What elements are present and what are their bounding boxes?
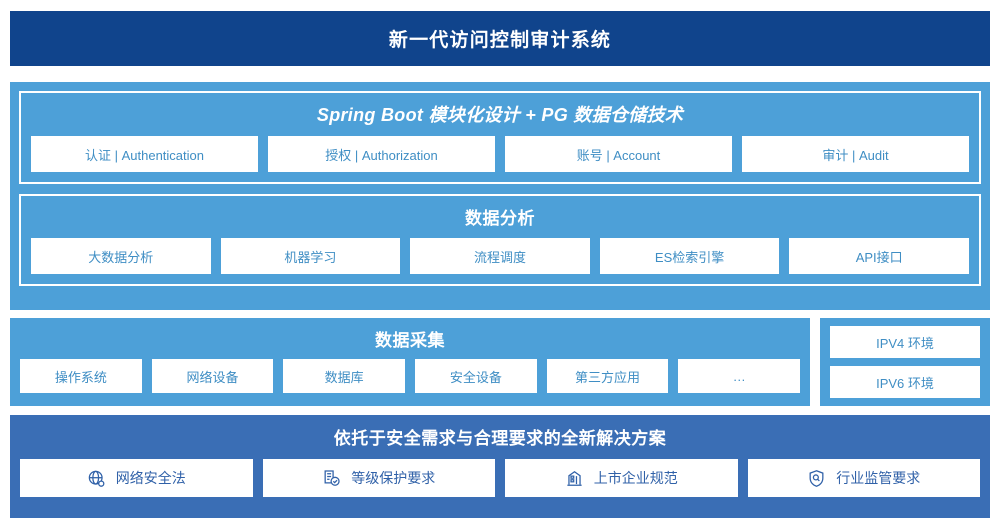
collection-title: 数据采集 xyxy=(375,331,445,350)
analysis-card[interactable]: 流程调度 xyxy=(410,238,590,274)
collection-card[interactable]: 第三方应用 xyxy=(546,359,669,393)
card-label: 等级保护要求 xyxy=(351,470,436,486)
page-title: 新一代访问控制审计系统 xyxy=(388,30,612,51)
analysis-card-row: 大数据分析 机器学习 流程调度 ES检索引擎 API接口 xyxy=(31,238,969,274)
collection-card-more[interactable]: … xyxy=(678,359,801,393)
card-label: 安全设备 xyxy=(449,369,502,385)
platform-title: Spring Boot 模块化设计 + PG 数据仓储技术 xyxy=(316,105,684,125)
compliance-card[interactable]: 上市企业规范 xyxy=(505,459,738,497)
collection-section: 数据采集 操作系统 网络设备 数据库 安全设备 第三方应用 … IPV4 环境 … xyxy=(10,318,990,406)
analysis-card[interactable]: 机器学习 xyxy=(220,238,401,274)
platform-card[interactable]: 认证 | Authentication xyxy=(31,136,258,172)
analysis-card[interactable]: API接口 xyxy=(789,238,969,274)
collection-card-row: 操作系统 网络设备 数据库 安全设备 第三方应用 … xyxy=(20,359,801,393)
collection-panel: 数据采集 操作系统 网络设备 数据库 安全设备 第三方应用 … xyxy=(10,318,810,406)
card-label: ES检索引擎 xyxy=(654,249,725,265)
card-label: IPV6 环境 xyxy=(876,375,934,391)
card-label: 授权 | Authorization xyxy=(325,147,438,163)
platform-box: Spring Boot 模块化设计 + PG 数据仓储技术 认证 | Authe… xyxy=(19,91,981,184)
card-label: 审计 | Audit xyxy=(822,147,889,163)
card-label: API接口 xyxy=(855,249,903,265)
platform-card-row: 认证 | Authentication 授权 | Authorization 账… xyxy=(31,136,969,172)
compliance-panel: 依托于安全需求与合理要求的全新解决方案 网络安全法 xyxy=(10,415,990,518)
bank-building-icon xyxy=(565,469,584,488)
compliance-card[interactable]: 网络安全法 xyxy=(20,459,253,497)
platform-card[interactable]: 授权 | Authorization xyxy=(268,136,495,172)
architecture-panel: Spring Boot 模块化设计 + PG 数据仓储技术 认证 | Authe… xyxy=(10,82,990,310)
card-label: 数据库 xyxy=(324,369,364,385)
collection-card[interactable]: 安全设备 xyxy=(415,359,537,393)
card-label: 大数据分析 xyxy=(88,249,154,265)
analysis-card[interactable]: ES检索引擎 xyxy=(599,238,780,274)
card-label: IPV4 环境 xyxy=(876,335,934,351)
compliance-card[interactable]: 行业监管要求 xyxy=(747,459,980,497)
collection-card[interactable]: 网络设备 xyxy=(151,359,274,393)
analysis-title: 数据分析 xyxy=(465,209,535,228)
platform-card[interactable]: 账号 | Account xyxy=(505,136,732,172)
environment-card-ipv6[interactable]: IPV6 环境 xyxy=(830,366,980,398)
platform-card[interactable]: 审计 | Audit xyxy=(742,136,969,172)
card-label: 网络设备 xyxy=(186,369,239,385)
card-label: 第三方应用 xyxy=(575,369,641,385)
card-label: 操作系统 xyxy=(54,369,107,385)
analysis-card[interactable]: 大数据分析 xyxy=(31,238,211,274)
page-header: 新一代访问控制审计系统 xyxy=(10,11,990,66)
card-label: 网络安全法 xyxy=(115,470,186,486)
environment-card-ipv4[interactable]: IPV4 环境 xyxy=(830,326,980,358)
card-label: 认证 | Authentication xyxy=(85,147,204,163)
collection-card[interactable]: 数据库 xyxy=(283,359,406,393)
shield-search-icon xyxy=(807,469,826,488)
compliance-title: 依托于安全需求与合理要求的全新解决方案 xyxy=(333,429,667,448)
environment-panel: IPV4 环境 IPV6 环境 xyxy=(820,318,990,406)
compliance-card-row: 网络安全法 等级保护要求 xyxy=(20,459,980,497)
document-check-icon xyxy=(322,469,341,488)
compliance-card[interactable]: 等级保护要求 xyxy=(262,459,495,497)
card-label: 机器学习 xyxy=(284,249,337,265)
collection-card[interactable]: 操作系统 xyxy=(20,359,142,393)
card-label: 流程调度 xyxy=(473,249,526,265)
globe-icon xyxy=(87,469,106,488)
card-label: 行业监管要求 xyxy=(836,470,921,486)
analysis-box: 数据分析 大数据分析 机器学习 流程调度 ES检索引擎 API接口 xyxy=(19,194,981,286)
card-label: … xyxy=(732,368,746,384)
card-label: 账号 | Account xyxy=(576,147,661,163)
card-label: 上市企业规范 xyxy=(593,470,678,486)
